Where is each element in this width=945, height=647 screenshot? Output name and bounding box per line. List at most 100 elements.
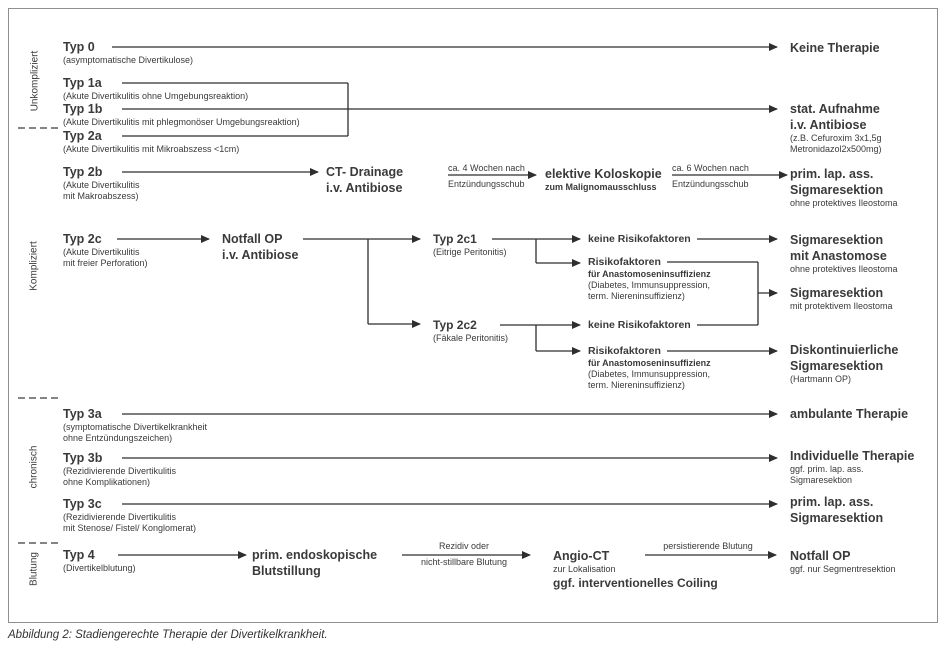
node-sub2: (Diabetes, Immunsuppression, bbox=[588, 280, 711, 290]
node-title: Sigmaresektion bbox=[790, 286, 884, 300]
node-title: Typ 0 bbox=[63, 40, 95, 54]
node-sub: (Hartmann OP) bbox=[790, 374, 852, 384]
node-typ3a: Typ 3a (symptomatische Divertikelkrankhe… bbox=[63, 406, 207, 444]
node-sub: (Fäkale Peritonitis) bbox=[433, 333, 509, 343]
node-sub: ohne protektives Ileostoma bbox=[790, 264, 898, 274]
node-title2: Blutstillung bbox=[252, 564, 321, 578]
node-sub3: term. Niereninsuffizienz) bbox=[588, 291, 685, 301]
node-title2: Sigmaresektion bbox=[790, 359, 884, 373]
node-diskontinuierlich: Diskontinuierliche Sigmaresektion (Hartm… bbox=[790, 342, 898, 385]
node-title: Sigmaresektion bbox=[790, 233, 884, 247]
node-title: Individuelle Therapie bbox=[790, 449, 915, 463]
node-title2: i.v. Antibiose bbox=[790, 118, 867, 132]
node-sub2: Sigmaresektion bbox=[790, 475, 853, 485]
node-sigma-anastomose: Sigmaresektion mit Anastomose ohne prote… bbox=[790, 232, 898, 275]
node-ct-drainage: CT- Drainage i.v. Antibiose bbox=[326, 164, 403, 196]
node-typ2c2: Typ 2c2 (Fäkale Peritonitis) bbox=[433, 317, 508, 344]
node-sub2: ohne Komplikationen) bbox=[63, 477, 151, 487]
node-title: Notfall OP bbox=[790, 549, 851, 563]
node-sub: für Anastomoseninsuffizienz bbox=[588, 269, 711, 279]
node-title: Keine Therapie bbox=[790, 41, 880, 55]
node-title: Angio-CT bbox=[553, 549, 610, 563]
node-title: Typ 2c bbox=[63, 232, 102, 246]
node-title: Typ 3a bbox=[63, 407, 102, 421]
node-title: keine Risikofaktoren bbox=[588, 233, 691, 245]
node-typ2a: Typ 2a (Akute Divertikulitis mit Mikroab… bbox=[63, 128, 239, 155]
node-sub: (Rezidivierende Divertikulitis bbox=[63, 466, 177, 476]
node-typ2b: Typ 2b (Akute Divertikulitis mit Makroab… bbox=[63, 164, 140, 202]
node-typ3b: Typ 3b (Rezidivierende Divertikulitis oh… bbox=[63, 450, 176, 488]
arrow-label-persistierend: persistierende Blutung bbox=[640, 541, 776, 552]
node-keine-therapie: Keine Therapie bbox=[790, 40, 880, 56]
node-sub: (Divertikelblutung) bbox=[63, 563, 136, 573]
node-title: Risikofaktoren bbox=[588, 345, 661, 357]
node-title: elektive Koloskopie bbox=[545, 167, 662, 181]
node-typ1a: Typ 1a (Akute Divertikulitis ohne Umgebu… bbox=[63, 75, 248, 102]
node-koloskopie: elektive Koloskopie zum Malignomausschlu… bbox=[545, 166, 662, 193]
arrow-label-line2: Entzündungsschub bbox=[672, 179, 749, 189]
node-title: CT- Drainage bbox=[326, 165, 404, 179]
node-individuelle-therapie: Individuelle Therapie ggf. prim. lap. as… bbox=[790, 448, 914, 486]
node-sub: für Anastomoseninsuffizienz bbox=[588, 358, 711, 368]
node-title: Typ 4 bbox=[63, 548, 95, 562]
arrow-label-line1: persistierende Blutung bbox=[663, 541, 753, 551]
arrow-label-line2: nicht-stillbare Blutung bbox=[420, 557, 508, 567]
node-sub: (asymptomatische Divertikulose) bbox=[63, 55, 194, 65]
arrow-label-rezidiv: Rezidiv oder nicht-stillbare Blutung bbox=[398, 541, 530, 568]
node-sub: (Akute Divertikulitis bbox=[63, 247, 140, 257]
node-sub: mit protektivem Ileostoma bbox=[790, 301, 893, 311]
diagram-border bbox=[8, 8, 938, 623]
node-title: Diskontinuierliche bbox=[790, 343, 899, 357]
node-prim-lap-2b: prim. lap. ass. Sigmaresektion ohne prot… bbox=[790, 166, 898, 209]
node-title: Typ 3b bbox=[63, 451, 103, 465]
node-keine-risiko-2c1: keine Risikofaktoren bbox=[588, 233, 691, 246]
node-title: Typ 3c bbox=[63, 497, 102, 511]
node-sigma-protektiv: Sigmaresektion mit protektivem Ileostoma bbox=[790, 285, 893, 312]
node-typ0: Typ 0 (asymptomatische Divertikulose) bbox=[63, 39, 193, 66]
node-sub2: mit Stenose/ Fistel/ Konglomerat) bbox=[63, 523, 197, 533]
node-typ3c: Typ 3c (Rezidivierende Divertikulitis mi… bbox=[63, 496, 196, 534]
node-sub2: (Diabetes, Immunsuppression, bbox=[588, 369, 711, 379]
node-title: Typ 2b bbox=[63, 165, 103, 179]
node-title: keine Risikofaktoren bbox=[588, 319, 691, 331]
node-title2: Sigmaresektion bbox=[790, 183, 884, 197]
node-endoskopische-blutstillung: prim. endoskopische Blutstillung bbox=[252, 547, 377, 579]
node-title: prim. lap. ass. bbox=[790, 495, 874, 509]
node-sub: (Akute Divertikulitis bbox=[63, 180, 140, 190]
node-title2: mit Anastomose bbox=[790, 249, 887, 263]
section-label-unkompliziert: Unkompliziert bbox=[29, 50, 41, 112]
node-title: Notfall OP bbox=[222, 232, 283, 246]
node-sub: (Rezidivierende Divertikulitis bbox=[63, 512, 177, 522]
node-title2: i.v. Antibiose bbox=[222, 248, 299, 262]
node-sub: ggf. nur Segmentresektion bbox=[790, 564, 896, 574]
section-label-kompliziert: Kompliziert bbox=[28, 241, 40, 291]
node-sub3: term. Niereninsuffizienz) bbox=[588, 380, 685, 390]
node-sub: (Akute Divertikulitis mit Mikroabszess <… bbox=[63, 144, 240, 154]
node-sub2: mit freier Perforation) bbox=[63, 258, 148, 268]
node-sub: zur Lokalisation bbox=[553, 564, 616, 574]
node-typ4: Typ 4 (Divertikelblutung) bbox=[63, 547, 136, 574]
node-stat-aufnahme: stat. Aufnahme i.v. Antibiose (z.B. Cefu… bbox=[790, 101, 882, 155]
arrow-label-line1: ca. 4 Wochen nach bbox=[448, 163, 525, 173]
section-label-chronisch: chronisch bbox=[28, 445, 40, 489]
node-risiko-2c2: Risikofaktoren für Anastomoseninsuffizie… bbox=[588, 345, 711, 391]
arrow-label-ca6: ca. 6 Wochen nach Entzündungsschub bbox=[672, 163, 749, 190]
node-sub: (Akute Divertikulitis ohne Umgebungsreak… bbox=[63, 91, 249, 101]
node-sub2: mit Makroabszess) bbox=[63, 191, 139, 201]
node-notfall-op-blutung: Notfall OP ggf. nur Segmentresektion bbox=[790, 548, 896, 575]
node-typ2c: Typ 2c (Akute Divertikulitis mit freier … bbox=[63, 231, 148, 269]
node-sub: ggf. prim. lap. ass. bbox=[790, 464, 864, 474]
node-angio-ct: Angio-CT zur Lokalisation ggf. intervent… bbox=[553, 548, 718, 591]
node-title: Typ 1b bbox=[63, 102, 103, 116]
node-title2: ggf. interventionelles Coiling bbox=[553, 576, 718, 590]
node-title2: Sigmaresektion bbox=[790, 511, 884, 525]
section-label-blutung: Blutung bbox=[28, 552, 40, 586]
node-sub: (Akute Divertikulitis mit phlegmonöser U… bbox=[63, 117, 300, 127]
node-title: ambulante Therapie bbox=[790, 407, 909, 421]
arrow-label-line1: Rezidiv oder bbox=[438, 541, 490, 551]
figure-caption: Abbildung 2: Stadiengerechte Therapie de… bbox=[8, 629, 328, 641]
node-sub: (symptomatische Divertikelkrankheit bbox=[63, 422, 208, 432]
node-sub: zum Malignomausschluss bbox=[545, 182, 657, 192]
node-notfall-op: Notfall OP i.v. Antibiose bbox=[222, 231, 298, 263]
